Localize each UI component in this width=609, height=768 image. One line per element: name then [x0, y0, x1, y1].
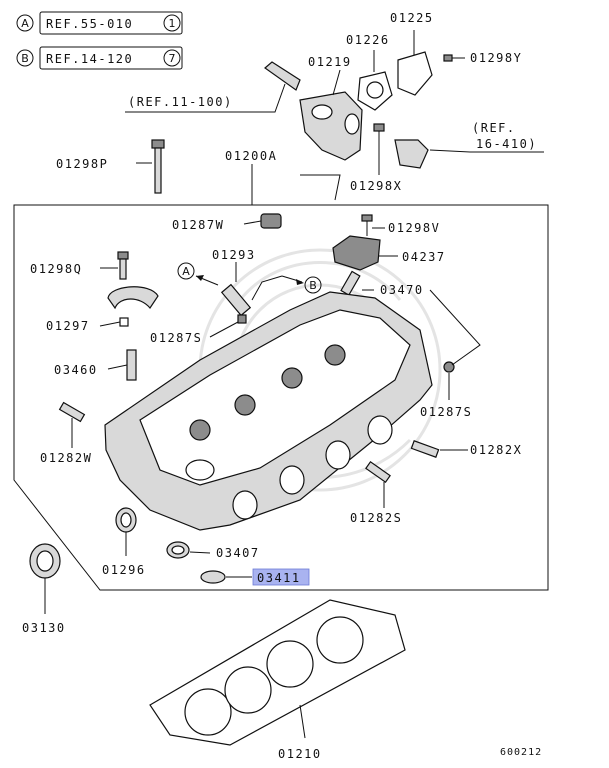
- gasket-part[interactable]: [357, 71, 393, 111]
- leader-lines: [44, 30, 544, 739]
- label-01298Y[interactable]: 01298Y: [470, 51, 522, 65]
- label-01298X[interactable]: 01298X: [350, 179, 402, 193]
- arrow-marker-b[interactable]: B: [281, 275, 322, 294]
- ref-a-letter: A: [21, 17, 29, 30]
- label-01210[interactable]: 01210: [278, 747, 322, 761]
- arrow-b-letter: B: [309, 279, 317, 292]
- ref-b-text: REF.14-120: [46, 52, 133, 66]
- stud-01282S[interactable]: [365, 461, 391, 483]
- label-04237[interactable]: 04237: [402, 250, 446, 264]
- seal-03411[interactable]: [200, 570, 226, 584]
- plug-01287S-right[interactable]: [443, 361, 455, 373]
- label-01297[interactable]: 01297: [46, 319, 90, 333]
- water-pipe-part[interactable]: [394, 139, 429, 169]
- bracket-04237[interactable]: [332, 235, 381, 271]
- ref-16-410-line1[interactable]: (REF.: [472, 121, 516, 135]
- label-03407[interactable]: 03407: [216, 546, 260, 560]
- label-03460[interactable]: 03460: [54, 363, 98, 377]
- ref-legend-b[interactable]: B REF.14-120 7: [16, 46, 183, 70]
- cylinder-head-body[interactable]: [104, 291, 433, 531]
- label-01226[interactable]: 01226: [346, 33, 390, 47]
- seal-01296[interactable]: [115, 507, 137, 533]
- label-03130[interactable]: 03130: [22, 621, 66, 635]
- bolt-01298X[interactable]: [373, 123, 385, 170]
- diagram-code: 600212: [500, 747, 542, 758]
- guide-03460[interactable]: [126, 349, 137, 381]
- stud-01282W[interactable]: [58, 401, 86, 423]
- label-01200A[interactable]: 01200A: [225, 149, 277, 163]
- label-01293[interactable]: 01293: [212, 248, 256, 262]
- label-01282W[interactable]: 01282W: [40, 451, 92, 465]
- label-01225[interactable]: 01225: [390, 11, 434, 25]
- label-01282X[interactable]: 01282X: [470, 443, 522, 457]
- ref-b-letter: B: [21, 52, 29, 65]
- thermostat-housing-part[interactable]: [264, 61, 363, 161]
- label-01287S-right[interactable]: 01287S: [420, 405, 472, 419]
- ref-16-410-line2[interactable]: 16-410): [476, 137, 537, 151]
- valve-03470[interactable]: [340, 270, 361, 296]
- stud-01282X[interactable]: [410, 440, 440, 458]
- water-outlet-cover-part[interactable]: [397, 51, 433, 96]
- ref-legend-a[interactable]: A REF.55-010 1: [16, 11, 183, 35]
- label-01287W[interactable]: 01287W: [172, 218, 224, 232]
- label-01298P[interactable]: 01298P: [56, 157, 108, 171]
- seal-03130[interactable]: [29, 543, 61, 579]
- label-01298V[interactable]: 01298V: [388, 221, 440, 235]
- bolt-01298V[interactable]: [361, 214, 373, 236]
- bolt-01298Y[interactable]: [443, 54, 465, 62]
- bolt-01298P[interactable]: [151, 139, 165, 194]
- plug-01287W[interactable]: [260, 213, 282, 229]
- ref-b-number: 7: [169, 52, 176, 65]
- arrow-marker-a[interactable]: A: [177, 262, 219, 286]
- assembly-frame: [13, 204, 549, 591]
- arrow-a-letter: A: [182, 265, 190, 278]
- bearing-cap-01297[interactable]: [107, 286, 159, 327]
- bolt-01298Q[interactable]: [117, 251, 129, 280]
- label-03411[interactable]: 03411: [257, 571, 301, 585]
- ref-11-100[interactable]: (REF.11-100): [128, 95, 233, 109]
- label-01298Q[interactable]: 01298Q: [30, 262, 82, 276]
- seal-03407[interactable]: [166, 541, 190, 559]
- ref-a-number: 1: [169, 17, 176, 30]
- ref-a-text: REF.55-010: [46, 17, 133, 31]
- label-01296[interactable]: 01296: [102, 563, 146, 577]
- label-01282S[interactable]: 01282S: [350, 511, 402, 525]
- camshaft-plug-01293[interactable]: [220, 283, 252, 324]
- highlight-03411: [252, 568, 310, 586]
- label-03470[interactable]: 03470: [380, 283, 424, 297]
- head-gasket-01210[interactable]: [149, 599, 406, 746]
- label-01287S-left[interactable]: 01287S: [150, 331, 202, 345]
- label-01219[interactable]: 01219: [308, 55, 352, 69]
